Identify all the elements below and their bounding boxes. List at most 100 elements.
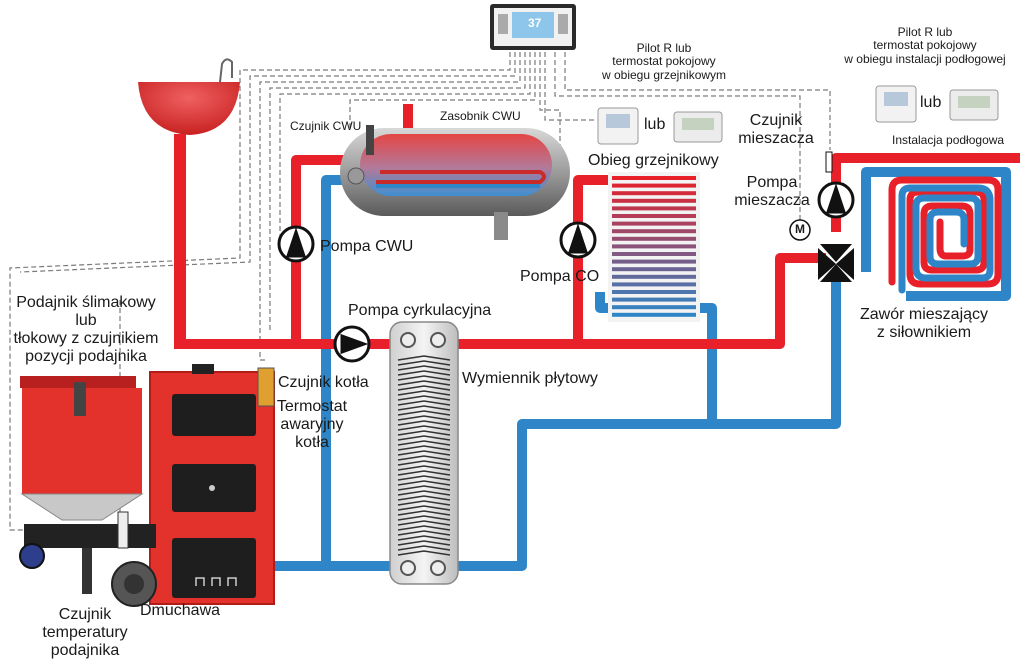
radiator-fin: [612, 274, 696, 279]
plate-exchanger-label: Wymiennik płytowy: [462, 370, 598, 387]
radiator-fin: [612, 312, 696, 317]
pumps: [277, 181, 855, 363]
radiator-fin: [612, 290, 696, 294]
exchanger-plate: [397, 355, 451, 361]
pump-mixer: [817, 181, 855, 219]
exchanger-plate: [397, 420, 451, 426]
feeder-line-3: tłokowy z czujnikiem: [13, 329, 159, 347]
main-controller: [490, 4, 576, 50]
emergency-thermostat-line-3: kotła: [295, 433, 329, 451]
control-wires: [9, 52, 831, 531]
exchanger-plate: [397, 425, 451, 431]
feeder-sensor-line-1: Czujnik: [58, 606, 112, 623]
boiler: [149, 364, 275, 605]
feeder-label: Podajnik ślimakowy lub tłokowy z czujnik…: [2, 294, 170, 366]
exchanger-plate: [397, 380, 451, 386]
radiator-fin: [612, 229, 696, 234]
exchanger-plate: [397, 395, 451, 401]
feeder-sensor-line-2: temperatury: [42, 623, 128, 641]
dhw-sensor-label: Czujnik CWU: [290, 119, 362, 133]
radiator: [608, 172, 700, 322]
radiator-fin: [612, 259, 696, 264]
emergency-thermostat-line-2: awaryjny: [280, 415, 344, 433]
exchanger-plate: [397, 520, 451, 526]
blower-label: Dmuchawa: [140, 602, 221, 619]
radiator-fin: [612, 236, 696, 241]
exchanger-plate: [397, 410, 451, 416]
radiator-fin: [612, 305, 696, 310]
exchanger-plate: [397, 375, 451, 381]
lub-floor-label: lub: [920, 94, 942, 111]
exchanger-plate: [397, 405, 451, 411]
exchanger-plate: [397, 505, 451, 511]
controller-display-value: 37: [528, 16, 542, 30]
circulation-pump-label: Pompa cyrkulacyjna: [348, 302, 492, 319]
underfloor-coil: [888, 176, 1002, 294]
feeder-sensor-label: Czujnik temperatury podajnika: [30, 606, 140, 660]
boiler-sensor-label: Czujnik kotła: [278, 374, 369, 391]
pilot-heating-line-3: w obiegu grzejnikowym: [601, 67, 727, 82]
exchanger-plate: [397, 455, 451, 461]
radiator-fin: [612, 176, 696, 180]
exchanger-plate: [397, 515, 451, 521]
exchanger-plate: [397, 510, 451, 516]
mixing-valve-label: Zawór mieszający z siłownikiem: [842, 306, 1006, 342]
sensors: [825, 151, 833, 173]
radiator-fin: [612, 244, 696, 249]
mixing-valve-line-1: Zawór mieszający: [859, 306, 989, 323]
exchanger-plate: [397, 470, 451, 476]
exchanger-plate: [397, 485, 451, 491]
pilot-floor-line-3: w obiegu instalacji podłogowej: [844, 51, 1006, 66]
mixer-sensor-label: Czujnik mieszacza: [736, 112, 816, 148]
mixer-pump-line-1: Pompa: [746, 174, 798, 191]
exchanger-plate: [397, 545, 451, 551]
exchanger-plate: [397, 440, 451, 446]
exchanger-plate: [397, 370, 451, 376]
radiator-fin: [612, 221, 696, 226]
floor-installation-label: Instalacja podłogowa: [892, 133, 1005, 147]
pilot-floor-label: Pilot R lub termostat pokojowy w obiegu …: [830, 25, 1020, 66]
radiator-fin: [612, 297, 696, 302]
feeder-sensor-line-3: podajnika: [50, 641, 120, 659]
exchanger-plate: [397, 530, 451, 536]
dhw-tank-label: Zasobnik CWU: [440, 109, 521, 123]
dhw-pump-label: Pompa CWU: [320, 238, 414, 255]
exchanger-plate: [397, 490, 451, 496]
exchanger-plate: [397, 365, 451, 371]
exchanger-plate: [397, 475, 451, 481]
co-pump-label: Pompa CO: [520, 268, 600, 285]
radiator-fin: [612, 183, 696, 188]
pilot-heating-line-1: Pilot R lub: [636, 41, 692, 55]
mixing-valve: [789, 219, 854, 282]
pump-circulation: [333, 325, 371, 363]
exchanger-plate: [397, 480, 451, 486]
exchanger-plate: [397, 540, 451, 546]
exchanger-plate: [397, 435, 451, 441]
radiator-fin: [612, 198, 696, 203]
dhw-tank: [340, 104, 570, 240]
feeder-line-4: pozycji podajnika: [25, 347, 147, 365]
pump-co: [559, 221, 597, 259]
exchanger-plate: [397, 415, 451, 421]
emergency-thermostat-line-1: Termostat: [276, 398, 348, 415]
radiator-fin: [612, 206, 696, 211]
radiator-fin: [612, 214, 696, 218]
exchanger-plate: [397, 500, 451, 506]
radiator-circuit-label: Obieg grzejnikowy: [588, 152, 719, 169]
pilot-heating-label: Pilot R lub termostat pokojowy w obiegu …: [574, 41, 754, 82]
exchanger-plate: [397, 535, 451, 541]
exchanger-plate: [397, 360, 451, 366]
pilot-heating-line-2: termostat pokojowy: [612, 54, 716, 69]
room-thermostats: [597, 85, 999, 145]
expansion-vessel: [138, 58, 240, 344]
radiator-fin: [612, 252, 696, 256]
mixer-pump-line-2: mieszacza: [734, 191, 810, 209]
emergency-thermostat-label: Termostat awaryjny kotła: [272, 398, 352, 452]
exchanger-plate: [397, 390, 451, 396]
exchanger-plate: [397, 460, 451, 466]
exchanger-plate: [397, 385, 451, 391]
radiator-fin: [612, 267, 696, 272]
exchanger-plate: [397, 400, 451, 406]
